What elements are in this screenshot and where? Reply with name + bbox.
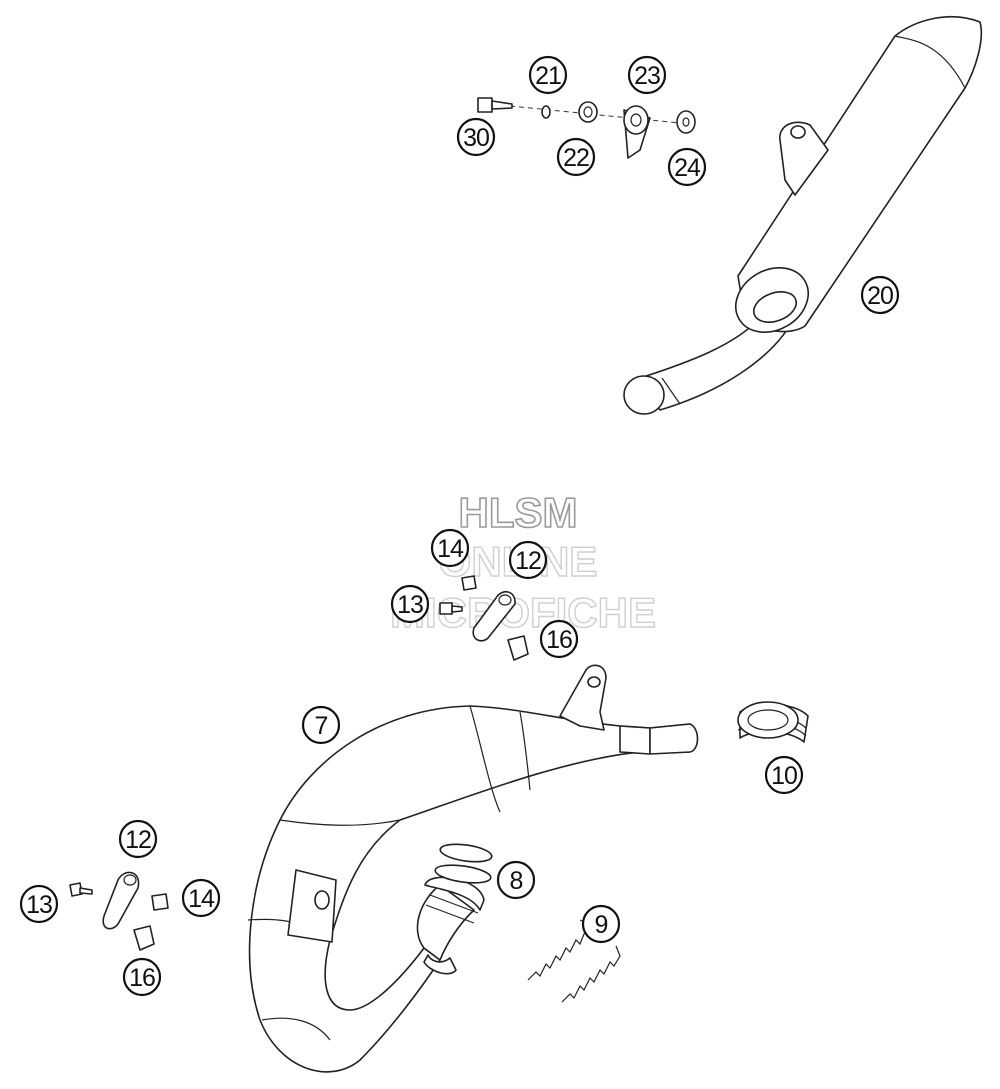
callout-20-label: 20 bbox=[867, 282, 893, 310]
callout-13-bottom-label: 13 bbox=[26, 891, 52, 919]
callout-12-top: 12 bbox=[508, 540, 548, 580]
callout-24-label: 24 bbox=[674, 154, 701, 182]
callout-20: 20 bbox=[860, 275, 900, 315]
callout-12-top-label: 12 bbox=[515, 547, 541, 575]
callout-14-top: 14 bbox=[430, 528, 470, 568]
callout-16-top: 16 bbox=[539, 619, 579, 659]
callout-16-bottom: 16 bbox=[122, 957, 162, 997]
callout-23-label: 23 bbox=[634, 62, 660, 90]
callout-16-bottom-label: 16 bbox=[129, 964, 155, 992]
callout-9-label: 9 bbox=[595, 911, 608, 939]
callout-21: 21 bbox=[528, 55, 568, 95]
watermark-line3: MICROFICHE bbox=[390, 589, 656, 636]
callout-30: 30 bbox=[456, 117, 496, 157]
callout-13-bottom: 13 bbox=[19, 884, 59, 924]
callout-9: 9 bbox=[581, 904, 621, 944]
callout-12-bottom: 12 bbox=[118, 819, 158, 859]
callout-8-label: 8 bbox=[510, 867, 523, 895]
callout-23: 23 bbox=[627, 55, 667, 95]
watermark-line1: HLSM bbox=[459, 489, 578, 536]
callout-10: 10 bbox=[764, 755, 804, 795]
callout-10-label: 10 bbox=[771, 762, 797, 790]
exhaust-pipe-part bbox=[247, 664, 699, 1073]
callout-16-top-label: 16 bbox=[546, 626, 572, 654]
lower-bracket-hardware bbox=[69, 871, 169, 951]
callout-14-bottom: 14 bbox=[181, 878, 221, 918]
upper-bracket-hardware bbox=[439, 575, 529, 661]
callout-12-bottom-label: 12 bbox=[125, 826, 151, 854]
callout-8: 8 bbox=[496, 860, 536, 900]
callout-22: 22 bbox=[556, 137, 596, 177]
silencer-mount-hardware bbox=[477, 97, 696, 159]
gasket-part bbox=[434, 843, 493, 884]
callout-14-bottom-label: 14 bbox=[188, 885, 215, 913]
spring-part bbox=[527, 919, 621, 1003]
watermark: HLSM ONLINE MICROFICHE bbox=[389, 488, 656, 637]
callout-7-label: 7 bbox=[315, 712, 328, 740]
silencer-part bbox=[623, 15, 983, 415]
callout-13-top-label: 13 bbox=[397, 591, 423, 619]
callout-21-label: 21 bbox=[535, 62, 561, 90]
callout-24: 24 bbox=[667, 147, 707, 187]
callout-30-label: 30 bbox=[463, 124, 489, 152]
callout-13-top: 13 bbox=[390, 584, 430, 624]
callout-7: 7 bbox=[301, 705, 341, 745]
callout-14-top-label: 14 bbox=[437, 535, 464, 563]
callout-22-label: 22 bbox=[563, 144, 589, 172]
exhaust-socket-part bbox=[737, 701, 809, 743]
